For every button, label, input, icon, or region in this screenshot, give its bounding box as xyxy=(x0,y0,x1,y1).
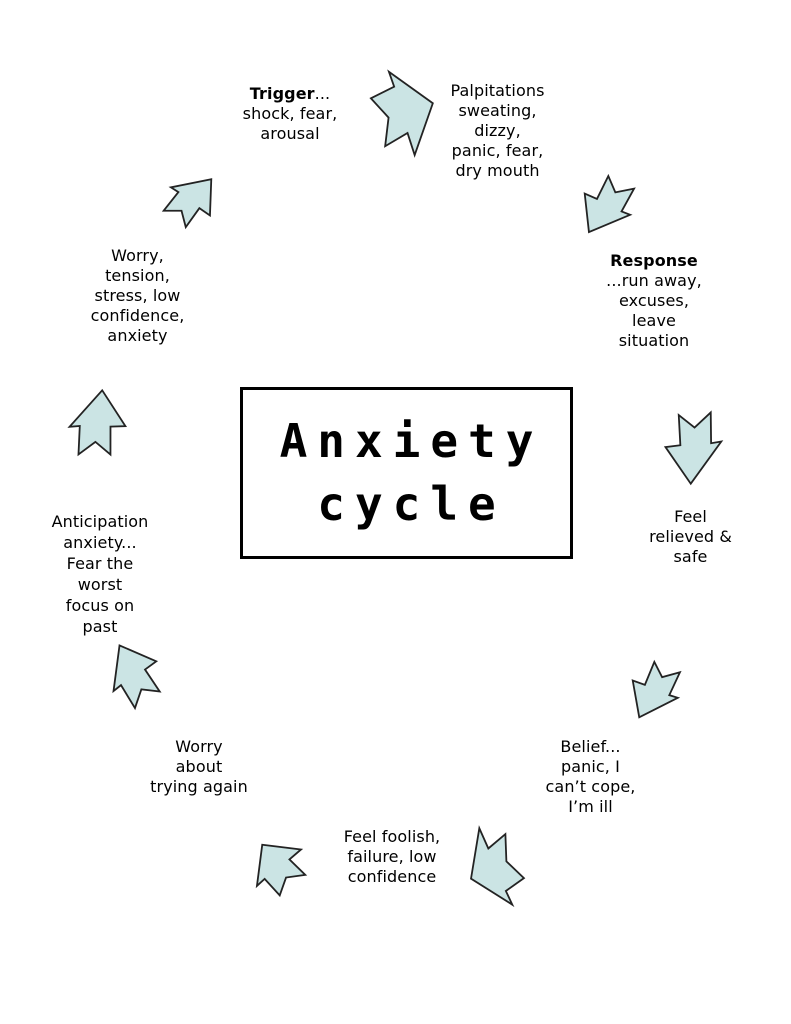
label-trigger: Trigger... shock, fear, arousal xyxy=(205,84,375,144)
cycle-arrow-lower-left xyxy=(96,632,172,715)
cycle-arrow-bottom-left xyxy=(238,827,318,905)
label-line: Worry, xyxy=(111,246,164,265)
label-line: situation xyxy=(618,331,690,350)
label-worry-tension: Worry, tension, stress, low confidence, … xyxy=(66,246,209,346)
block-arrow-icon xyxy=(364,62,443,164)
block-arrow-icon xyxy=(96,632,172,715)
cycle-arrow-left xyxy=(62,383,134,465)
title-line-2: cycle xyxy=(317,477,506,531)
label-line: Feel foolish, xyxy=(343,827,441,846)
label-feel-relieved-safe: Feel relieved & safe xyxy=(628,507,753,567)
label-line: Fear the xyxy=(66,554,134,573)
title-box: Anxiety cycle xyxy=(240,387,573,559)
block-arrow-icon xyxy=(238,827,318,905)
label-line: dry mouth xyxy=(455,161,540,180)
label-response: Response ...run away, excuses, leave sit… xyxy=(580,251,728,351)
label-line: trying again xyxy=(150,777,248,796)
label-line: excuses, xyxy=(618,291,690,310)
block-arrow-icon xyxy=(659,404,727,489)
block-arrow-icon xyxy=(565,164,647,248)
label-line: Anticipation xyxy=(51,512,149,531)
label-line: Trigger... xyxy=(205,84,375,104)
label-worry-about-trying-again: Worry about trying again xyxy=(113,737,285,797)
label-line: arousal xyxy=(260,124,320,143)
label-line: can’t cope, xyxy=(545,777,636,796)
cycle-arrow-lower-right xyxy=(615,650,692,731)
label-line: stress, low xyxy=(94,286,181,305)
label-feel-foolish: Feel foolish, failure, low confidence xyxy=(308,827,476,887)
label-belief: Belief... panic, I can’t cope, I’m ill xyxy=(518,737,663,817)
label-line: panic, I xyxy=(560,757,621,776)
block-arrow-icon xyxy=(153,161,231,238)
label-bold-text: Trigger xyxy=(249,84,315,103)
label-line: anxiety xyxy=(107,326,168,345)
label-line: ...run away, xyxy=(606,271,702,290)
label-line: focus on xyxy=(65,596,135,615)
cycle-arrow-upper-left xyxy=(153,161,231,238)
label-line: panic, fear, xyxy=(451,141,544,160)
label-text: ... xyxy=(314,84,331,103)
label-line: relieved & xyxy=(649,527,732,546)
label-line: failure, low xyxy=(347,847,437,866)
label-line: leave xyxy=(632,311,676,330)
label-line: sweating, xyxy=(458,101,537,120)
cycle-arrow-right xyxy=(659,404,727,489)
label-anticipation-anxiety: Anticipation anxiety... Fear the worst f… xyxy=(36,511,164,637)
label-palpitations: Palpitations sweating, dizzy, panic, fea… xyxy=(425,81,570,181)
label-line: Feel xyxy=(674,507,707,526)
block-arrow-icon xyxy=(455,817,532,917)
label-line: dizzy, xyxy=(474,121,521,140)
label-line: safe xyxy=(673,547,708,566)
title-line-1: Anxiety xyxy=(279,414,544,468)
cycle-arrow-top xyxy=(364,62,443,164)
label-line: confidence, xyxy=(90,306,185,325)
label-line: shock, fear, xyxy=(242,104,338,123)
label-line: worst xyxy=(77,575,123,594)
label-line: past xyxy=(82,617,118,636)
block-arrow-icon xyxy=(615,650,692,731)
label-line: Belief... xyxy=(560,737,621,756)
cycle-arrow-upper-right xyxy=(565,164,647,248)
label-line: Worry xyxy=(175,737,223,756)
label-line: Palpitations xyxy=(450,81,545,100)
cycle-arrow-bottom-right xyxy=(455,817,532,917)
label-line: anxiety... xyxy=(63,533,137,552)
label-line: tension, xyxy=(105,266,170,285)
label-line: Response xyxy=(610,251,698,270)
label-line: about xyxy=(175,757,223,776)
label-line: I’m ill xyxy=(568,797,613,816)
label-line: confidence xyxy=(347,867,437,886)
block-arrow-icon xyxy=(62,383,134,465)
